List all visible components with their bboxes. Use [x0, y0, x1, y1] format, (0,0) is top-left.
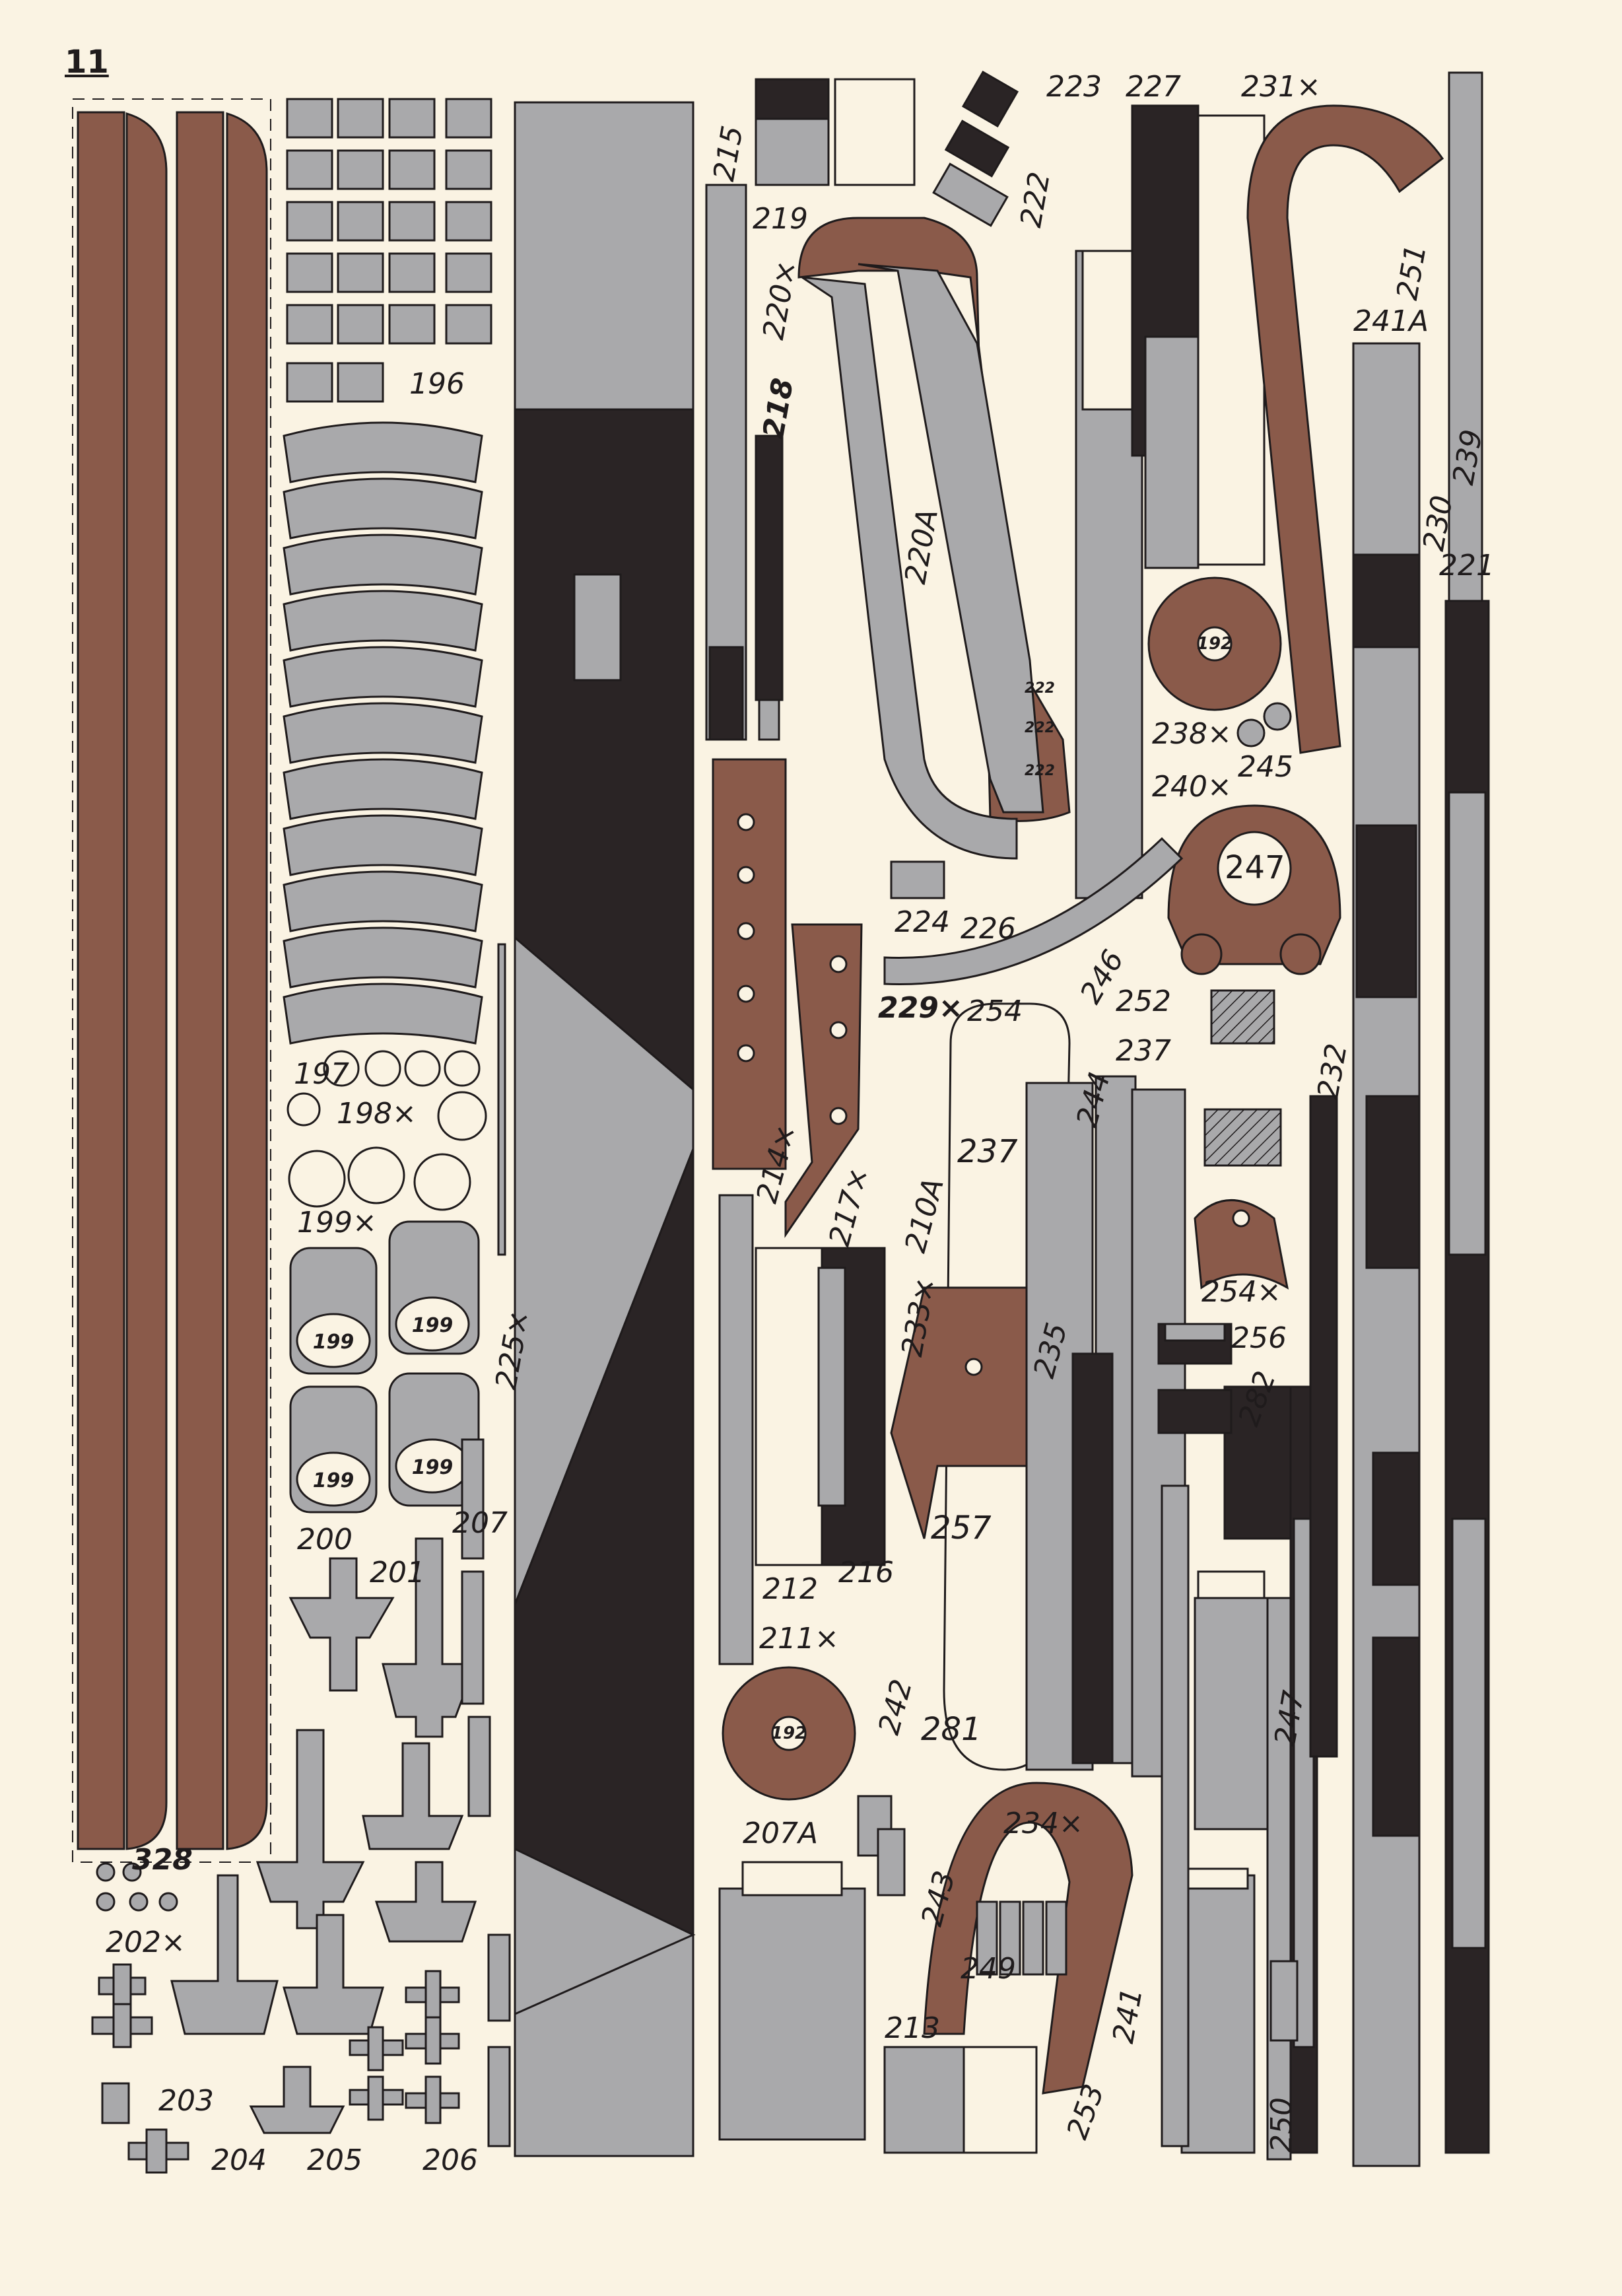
label-199-c: 199 [312, 1469, 355, 1492]
label-204: 204 [211, 2143, 267, 2177]
parts-199-boxes [289, 1220, 480, 1513]
label-212: 212 [762, 1572, 818, 1606]
parts-256-282 [1157, 1323, 1233, 1434]
label-252: 252 [1116, 985, 1171, 1018]
label-202: 202× [106, 1926, 186, 1959]
label-237: 237 [1116, 1034, 1171, 1068]
label-192-b: 192 [770, 1723, 807, 1743]
carriage-247 [1167, 804, 1341, 975]
label-328: 328 [132, 1843, 193, 1877]
label-199x: 199× [297, 1206, 377, 1239]
label-198: 198× [337, 1097, 417, 1131]
label-231: 231× [1241, 70, 1321, 104]
label-229: 229× [878, 991, 963, 1025]
label-203: 203 [158, 2084, 214, 2118]
label-207a: 207A [743, 1817, 819, 1850]
parts-222-223 [932, 70, 1019, 227]
panels-247-250 [1161, 1095, 1338, 2161]
label-254: 254 [967, 994, 1023, 1028]
disc-192 [1147, 576, 1292, 748]
panel-227 [1075, 104, 1266, 899]
label-249: 249 [961, 1952, 1016, 1986]
parts-small-pluses [91, 1963, 460, 2174]
block-219 [755, 78, 916, 186]
label-227: 227 [1126, 70, 1181, 104]
page-number: 11 [65, 44, 109, 81]
parts-196-grid [286, 98, 492, 403]
panels-214-217 [712, 758, 863, 1238]
label-221: 221 [1439, 549, 1495, 582]
label-219: 219 [753, 202, 808, 236]
parts-197-segments [283, 421, 483, 1045]
label-222-tag-c: 222 [1025, 763, 1055, 779]
parts-198-199-circles [287, 1050, 487, 1211]
label-196: 196 [409, 367, 465, 401]
label-254x: 254× [1201, 1275, 1281, 1309]
parts-252 [1194, 989, 1289, 1290]
label-237-body: 237 [957, 1133, 1018, 1170]
label-192-a: 192 [1196, 634, 1233, 654]
u-part-220 [797, 217, 1071, 860]
label-238: 238× [1152, 717, 1232, 751]
label-245: 245 [1238, 750, 1293, 784]
label-222-tag-b: 222 [1025, 720, 1055, 736]
label-240: 240× [1152, 770, 1232, 804]
label-199-d: 199 [411, 1456, 454, 1479]
strips-215-218 [705, 184, 784, 741]
label-222-tag-a: 222 [1025, 680, 1055, 697]
label-281: 281 [921, 1711, 982, 1748]
panel-230-239 [1352, 71, 1490, 2167]
label-205: 205 [307, 2143, 362, 2177]
u-part-234 [923, 1782, 1133, 2095]
parts-201-206-crosses [170, 1537, 477, 2134]
label-206: 206 [422, 2143, 478, 2177]
disc-211 [722, 1666, 856, 1801]
label-226: 226 [961, 912, 1016, 946]
label-224: 224 [895, 905, 950, 939]
label-234: 234× [1003, 1807, 1083, 1840]
label-256: 256 [1231, 1321, 1287, 1355]
strips-212-216 [718, 1194, 886, 1665]
label-199-a: 199 [312, 1331, 355, 1354]
label-199-b: 199 [411, 1314, 454, 1337]
long-strips [72, 98, 271, 1863]
label-223: 223 [1046, 70, 1102, 104]
label-257: 257 [931, 1510, 992, 1547]
label-213: 213 [885, 2011, 940, 2045]
strip-226 [883, 837, 1184, 985]
thin-bits [461, 943, 511, 2147]
label-207: 207 [452, 1506, 508, 1540]
bottom-bits [718, 1795, 1038, 2154]
label-200: 200 [297, 1523, 353, 1556]
label-250: 250 [1265, 2097, 1299, 2153]
label-211: 211× [759, 1622, 839, 1655]
hook-231 [1246, 104, 1444, 754]
label-241a: 241A [1353, 304, 1429, 338]
label-247-body: 247 [1225, 849, 1285, 886]
label-201: 201 [370, 1556, 425, 1589]
parts-202-dots [96, 1862, 178, 1912]
label-216: 216 [838, 1556, 894, 1589]
hull-panel-207 [514, 101, 696, 2157]
label-197: 197 [294, 1057, 349, 1091]
